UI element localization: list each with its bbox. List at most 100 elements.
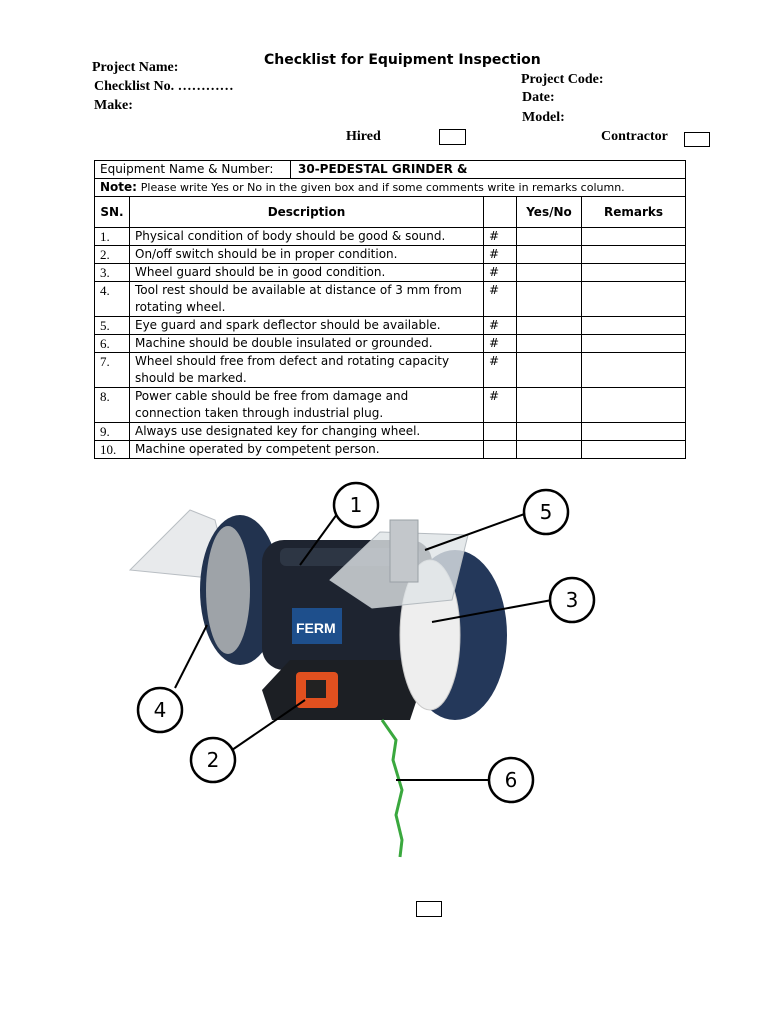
item-remarks-cell[interactable] (581, 245, 686, 264)
item-remarks-cell[interactable] (581, 387, 686, 423)
item-description: Tool rest should be available at distanc… (129, 281, 484, 317)
item-description: Eye guard and spark deflector should be … (129, 316, 484, 335)
callout-2: 2 (189, 736, 237, 784)
contractor-label: Contractor (601, 129, 668, 144)
table-row: 8.Power cable should be free from damage… (94, 387, 686, 423)
date-label: Date: (522, 90, 555, 105)
pedestal-grinder-figure: FERM 1 5 3 4 2 6 (128, 481, 596, 858)
item-sn: 1. (94, 227, 130, 246)
table-row: 7.Wheel should free from defect and rota… (94, 352, 686, 388)
item-mark (483, 422, 517, 441)
item-remarks-cell[interactable] (581, 422, 686, 441)
equipment-name-value: 30-PEDESTAL GRINDER & (298, 162, 468, 176)
note-label: Note: (100, 180, 137, 194)
page-footer-box (416, 901, 442, 917)
item-sn: 3. (94, 263, 130, 282)
table-row: 9.Always use designated key for changing… (94, 422, 686, 441)
col-header-description: Description (129, 196, 484, 228)
table-row: 2.On/off switch should be in proper cond… (94, 245, 686, 264)
item-remarks-cell[interactable] (581, 440, 686, 459)
item-description: Power cable should be free from damage a… (129, 387, 484, 423)
item-remarks-cell[interactable] (581, 334, 686, 353)
equipment-name-label: Equipment Name & Number: (100, 161, 291, 178)
project-name-label: Project Name: (92, 60, 179, 75)
item-mark: # (483, 281, 517, 317)
col-header-sn: SN. (94, 196, 130, 228)
item-yes-no-cell[interactable] (516, 352, 582, 388)
item-sn: 9. (94, 422, 130, 441)
power-cable (380, 719, 404, 858)
svg-text:1: 1 (350, 493, 363, 517)
item-yes-no-cell[interactable] (516, 245, 582, 264)
item-sn: 4. (94, 281, 130, 317)
item-mark: # (483, 227, 517, 246)
note-row: Note: Please write Yes or No in the give… (94, 178, 686, 197)
model-label: Model: (522, 110, 565, 125)
col-header-remarks: Remarks (581, 196, 686, 228)
table-row: 4.Tool rest should be available at dista… (94, 281, 686, 317)
item-yes-no-cell[interactable] (516, 227, 582, 246)
item-sn: 8. (94, 387, 130, 423)
checklist-no-label: Checklist No. ………… (94, 79, 234, 94)
callout-6: 6 (487, 756, 535, 804)
svg-text:5: 5 (540, 500, 553, 524)
item-mark: # (483, 263, 517, 282)
brand-text: FERM (296, 620, 336, 636)
item-mark: # (483, 245, 517, 264)
table-row: 1.Physical condition of body should be g… (94, 227, 686, 246)
brand-badge (292, 608, 342, 644)
svg-text:3: 3 (566, 588, 579, 612)
table-row: 5.Eye guard and spark deflector should b… (94, 316, 686, 335)
equipment-row: Equipment Name & Number: 30-PEDESTAL GRI… (94, 160, 686, 179)
item-remarks-cell[interactable] (581, 316, 686, 335)
item-yes-no-cell[interactable] (516, 281, 582, 317)
item-remarks-cell[interactable] (581, 281, 686, 317)
item-remarks-cell[interactable] (581, 227, 686, 246)
project-code-label: Project Code: (521, 72, 604, 87)
item-sn: 5. (94, 316, 130, 335)
callout-5: 5 (522, 488, 570, 536)
item-mark: # (483, 334, 517, 353)
callout-3: 3 (548, 576, 596, 624)
table-row: 10.Machine operated by competent person. (94, 440, 686, 459)
table-row: 6.Machine should be double insulated or … (94, 334, 686, 353)
left-grinding-wheel (206, 526, 250, 654)
item-mark: # (483, 352, 517, 388)
make-label: Make: (94, 98, 133, 113)
item-description: Wheel should free from defect and rotati… (129, 352, 484, 388)
hired-checkbox[interactable] (439, 129, 466, 145)
item-sn: 6. (94, 334, 130, 353)
item-sn: 2. (94, 245, 130, 264)
item-yes-no-cell[interactable] (516, 263, 582, 282)
item-yes-no-cell[interactable] (516, 316, 582, 335)
svg-text:4: 4 (154, 698, 167, 722)
item-yes-no-cell[interactable] (516, 334, 582, 353)
grinder-base (262, 660, 420, 720)
item-mark: # (483, 387, 517, 423)
item-yes-no-cell[interactable] (516, 422, 582, 441)
item-description: Machine should be double insulated or gr… (129, 334, 484, 353)
item-description: Physical condition of body should be goo… (129, 227, 484, 246)
contractor-checkbox[interactable] (684, 132, 710, 147)
item-description: On/off switch should be in proper condit… (129, 245, 484, 264)
item-sn: 10. (94, 440, 130, 459)
item-yes-no-cell[interactable] (516, 440, 582, 459)
item-mark (483, 440, 517, 459)
table-row: 3.Wheel guard should be in good conditio… (94, 263, 686, 282)
spark-deflector (389, 519, 419, 583)
svg-text:6: 6 (505, 768, 518, 792)
item-remarks-cell[interactable] (581, 263, 686, 282)
item-mark: # (483, 316, 517, 335)
page-title: Checklist for Equipment Inspection (264, 52, 541, 68)
hired-label: Hired (346, 129, 381, 144)
svg-text:2: 2 (207, 748, 220, 772)
col-header-yes-no: Yes/No (516, 196, 582, 228)
item-description: Machine operated by competent person. (129, 440, 484, 459)
item-yes-no-cell[interactable] (516, 387, 582, 423)
header-row: SN. Description Yes/No Remarks (94, 196, 686, 228)
callout-4: 4 (136, 686, 184, 734)
item-description: Wheel guard should be in good condition. (129, 263, 484, 282)
item-remarks-cell[interactable] (581, 352, 686, 388)
note-text: Please write Yes or No in the given box … (140, 181, 625, 194)
item-description: Always use designated key for changing w… (129, 422, 484, 441)
